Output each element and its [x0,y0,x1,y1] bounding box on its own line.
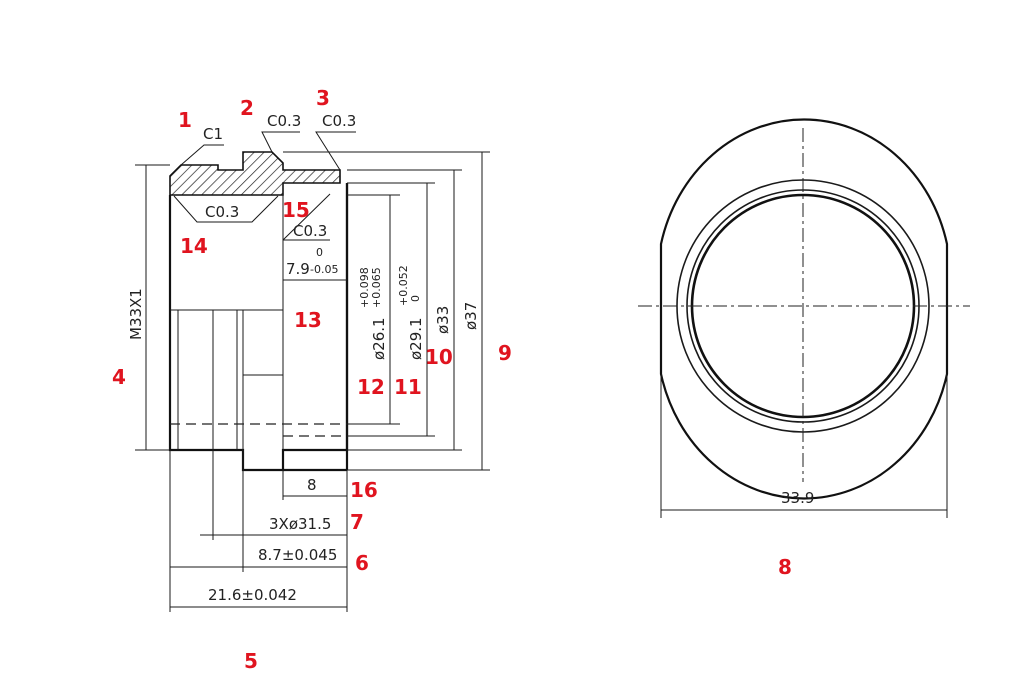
inner-chamfer [173,195,279,223]
dim-8: 8 [307,476,317,494]
callout-11: 11 [394,375,422,399]
dim-79-tol-lower: -0.05 [310,263,338,276]
dim-261-tol-lower: +0.065 [370,267,383,308]
leader-c03-b [315,131,356,171]
section-view [135,131,490,612]
callout-5: 5 [244,649,258,673]
outer-profile [659,118,949,500]
callout-16: 16 [350,478,378,502]
callout-14: 14 [180,234,208,258]
dim-216: 21.6±0.042 [208,586,297,604]
callout-1: 1 [178,108,192,132]
callout-15: 15 [282,198,310,222]
dim-c03-d: C0.3 [293,222,327,240]
callout-10: 10 [425,345,453,369]
callout-2: 2 [240,96,254,120]
callout-3: 3 [316,86,330,110]
dim-291-tol-lower: 0 [409,295,422,302]
dim-87: 8.7±0.045 [258,546,337,564]
callout-8: 8 [778,555,792,579]
dim-261-tol-upper: +0.098 [358,267,371,308]
dim-c03-c: C0.3 [205,203,239,221]
end-view [638,118,970,518]
dim-37: ø37 [462,302,480,330]
dim-261: ø26.1 [370,317,388,360]
callout-9: 9 [498,341,512,365]
dim-291: ø29.1 [407,317,425,360]
leader-c03-d [282,193,331,241]
dim-79: 7.9 [286,260,310,278]
dim-291-tol-upper: +0.052 [397,265,410,306]
dim-c1: C1 [203,125,223,143]
dim-thread: M33X1 [127,288,145,340]
callout-12: 12 [357,375,385,399]
hatched-section [169,151,341,196]
dim-grooves: 3Xø31.5 [269,515,331,533]
dim-79-tol-upper: 0 [316,246,323,259]
callout-4: 4 [112,365,126,389]
callout-7: 7 [350,510,364,534]
leader-c03-a [261,131,300,153]
dim-c03-b: C0.3 [322,112,356,130]
leader-c1 [180,144,224,166]
callout-6: 6 [355,551,369,575]
dim-33: ø33 [434,306,452,334]
body-outline [168,183,349,472]
dim-c03-a: C0.3 [267,112,301,130]
callout-13: 13 [294,308,322,332]
dim-339: 33.9 [781,489,814,507]
